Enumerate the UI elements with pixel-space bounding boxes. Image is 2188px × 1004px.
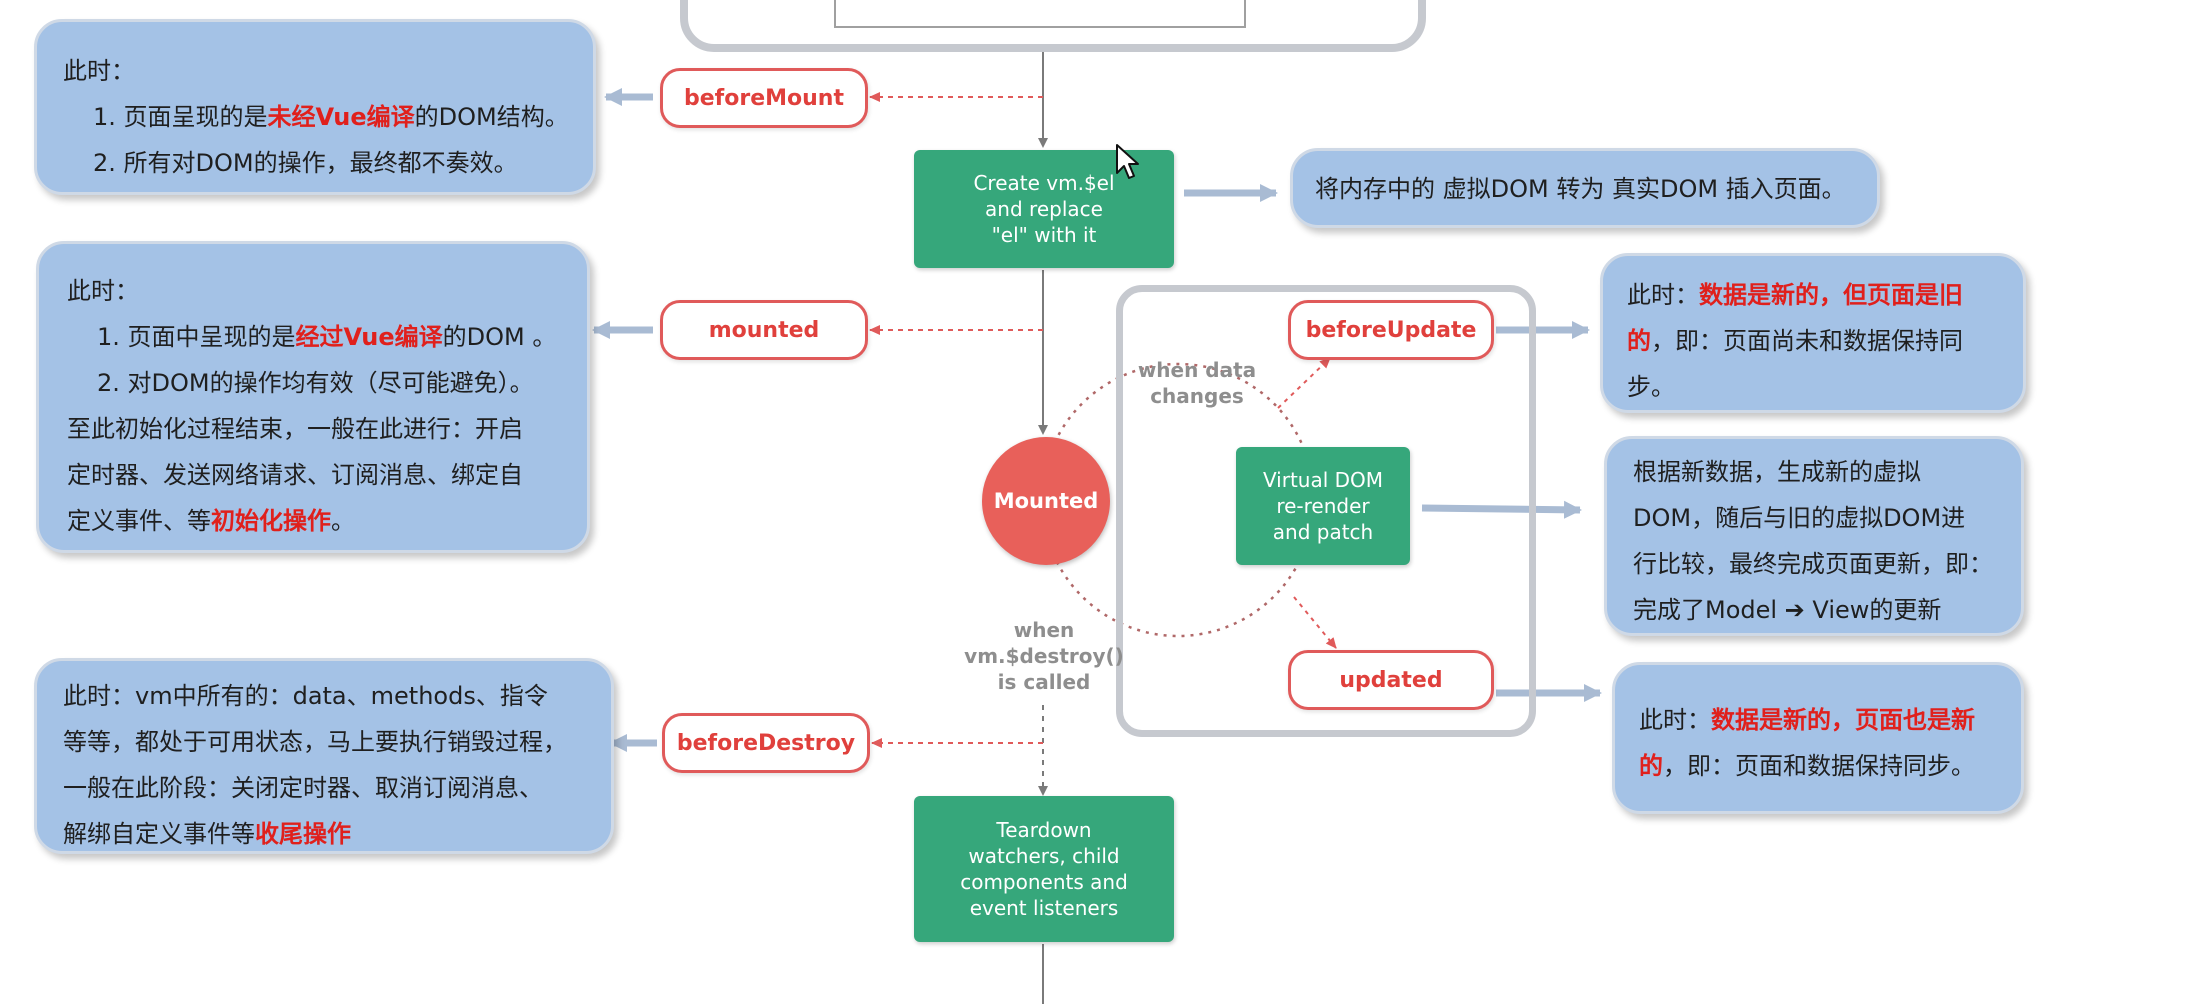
note-line: 此时：数据是新的，页面也是新 [1639, 706, 1975, 734]
previous-step-inner-box [834, 0, 1246, 28]
note-heading: 此时： [67, 277, 139, 305]
note-updated: 此时：数据是新的，页面也是新 的，即：页面和数据保持同步。 [1612, 662, 2024, 814]
note-line: 1. 页面中呈现的是经过Vue编译的DOM 。 [97, 323, 557, 351]
note-before-update: 此时：数据是新的，但页面是旧 的，即：页面尚未和数据保持同 步。 [1600, 253, 2026, 413]
note-line: 1. 页面呈现的是未经Vue编译的DOM结构。 [93, 103, 569, 131]
note-mounted: 此时： 1. 页面中呈现的是经过Vue编译的DOM 。 2. 对DOM的操作均有… [36, 241, 590, 553]
note-line: 2. 对DOM的操作均有效（尽可能避免）。 [97, 369, 534, 397]
step-teardown: Teardown watchers, child components and … [914, 796, 1174, 942]
hook-updated[interactable]: updated [1288, 650, 1494, 710]
mouse-cursor-icon [1116, 144, 1139, 179]
note-rerender: 根据新数据，生成新的虚拟 DOM，随后与旧的虚拟DOM进 行比较，最终完成页面更… [1604, 436, 2024, 636]
note-line: 定义事件、等初始化操作。 [67, 507, 355, 535]
note-line: 解绑自定义事件等收尾操作 [63, 820, 351, 848]
note-line: 等等，都处于可用状态，马上要执行销毁过程， [63, 728, 567, 756]
note-line: 的，即：页面和数据保持同步。 [1639, 752, 1975, 780]
hook-before-mount[interactable]: beforeMount [660, 68, 868, 128]
arrow-to-updated [1293, 596, 1337, 649]
label-when-destroy: when vm.$destroy() is called [964, 618, 1124, 694]
note-line: 步。 [1627, 373, 1675, 401]
note-line: 此时：数据是新的，但页面是旧 [1627, 281, 1963, 309]
note-el-replace: 将内存中的 虚拟DOM 转为 真实DOM 插入页面。 [1290, 148, 1880, 228]
note-line: 完成了Model ➔ View的更新 [1633, 596, 1942, 624]
note-line: 至此初始化过程结束，一般在此进行：开启 [67, 415, 523, 443]
arrow-to-beforeupdate [1277, 357, 1331, 409]
hook-mounted[interactable]: mounted [660, 300, 868, 360]
hook-before-destroy[interactable]: beforeDestroy [662, 713, 870, 773]
blue-arrows [592, 88, 1602, 752]
note-before-destroy: 此时：vm中所有的：data、methods、指令 等等，都处于可用状态，马上要… [34, 658, 614, 854]
note-before-mount: 此时： 1. 页面呈现的是未经Vue编译的DOM结构。 2. 所有对DOM的操作… [34, 19, 596, 195]
note-line: 一般在此阶段：关闭定时器、取消订阅消息、 [63, 774, 543, 802]
hook-before-update[interactable]: beforeUpdate [1288, 300, 1494, 360]
note-line: 此时：vm中所有的：data、methods、指令 [63, 682, 548, 710]
step-virtual-dom: Virtual DOM re-render and patch [1236, 447, 1410, 565]
note-line: 定时器、发送网络请求、订阅消息、绑定自 [67, 461, 523, 489]
note-heading: 此时： [63, 57, 135, 85]
note-line: 2. 所有对DOM的操作，最终都不奏效。 [93, 149, 518, 177]
note-line: 将内存中的 虚拟DOM 转为 真实DOM 插入页面。 [1315, 175, 1846, 203]
update-cycle-frame [1116, 285, 1536, 737]
note-line: 根据新数据，生成新的虚拟 [1633, 458, 1921, 486]
note-line: 的，即：页面尚未和数据保持同 [1627, 327, 1963, 355]
note-line: DOM，随后与旧的虚拟DOM进 [1633, 504, 1966, 532]
mounted-state-circle: Mounted [982, 437, 1110, 565]
note-line: 行比较，最终完成页面更新，即： [1633, 550, 1993, 578]
label-when-data-changes: when data changes [1137, 358, 1257, 408]
